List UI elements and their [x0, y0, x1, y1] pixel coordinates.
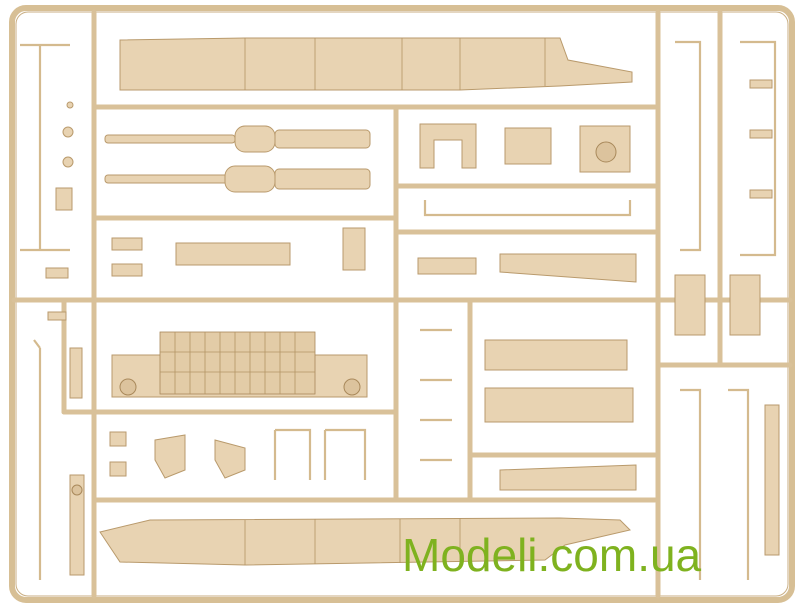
vertical-plate-part [342, 227, 366, 271]
right-clip-part-1 [674, 274, 706, 336]
turret-mount-part [579, 125, 631, 173]
right-clip-part-2 [729, 274, 761, 336]
right-handrail-2 [740, 40, 777, 257]
u-bracket-part [419, 123, 477, 169]
sprue-frame-edge [15, 11, 789, 597]
right-tab-2 [749, 129, 773, 139]
right-tab-1 [749, 79, 773, 89]
stacked-plate-2 [484, 387, 634, 423]
left-small-tab [45, 267, 69, 279]
right-lower-rods [680, 388, 750, 580]
right-tab-3 [749, 189, 773, 199]
sprue-outer-frame [9, 5, 795, 603]
gun-barrel-part-2 [104, 165, 371, 193]
small-part-2 [109, 461, 127, 477]
left-plate-part [69, 347, 83, 399]
mudguard-part-1 [154, 434, 186, 479]
left-rod-part [33, 339, 42, 580]
engine-deck-part [111, 331, 368, 398]
bottom-side-skirt-part [99, 517, 631, 566]
left-round-part-1 [62, 126, 74, 138]
right-comb-part [764, 404, 780, 556]
bracket-frame-1 [273, 428, 312, 480]
turret-ring-part [595, 141, 617, 163]
left-handrail-part [38, 43, 70, 252]
long-plate-part [175, 242, 291, 266]
left-pin-1 [66, 101, 74, 109]
small-block-1 [111, 237, 143, 251]
stacked-plate-3 [499, 464, 637, 491]
sprue-letter-marker [71, 484, 83, 496]
thin-frame-part [423, 200, 632, 217]
small-part-1 [109, 431, 127, 447]
small-rods-part [420, 328, 452, 462]
left-bracket-part [55, 187, 73, 211]
top-side-skirt-part [119, 37, 633, 91]
left-round-part-2 [62, 156, 74, 168]
wedge-plate-part [499, 253, 637, 283]
gun-barrel-part-1 [104, 125, 371, 153]
small-block-2 [111, 263, 143, 277]
left-small-tab-2 [47, 311, 67, 321]
sprue-label-plate [69, 474, 85, 576]
watermark-text: Modeli.com.ua [402, 529, 702, 581]
box-part [504, 127, 552, 165]
stacked-plate-1 [484, 339, 628, 371]
right-handrail-1 [675, 40, 702, 252]
bracket-frame-2 [323, 428, 367, 480]
bracket-strip-part [417, 257, 477, 275]
mudguard-part-2 [214, 439, 246, 479]
